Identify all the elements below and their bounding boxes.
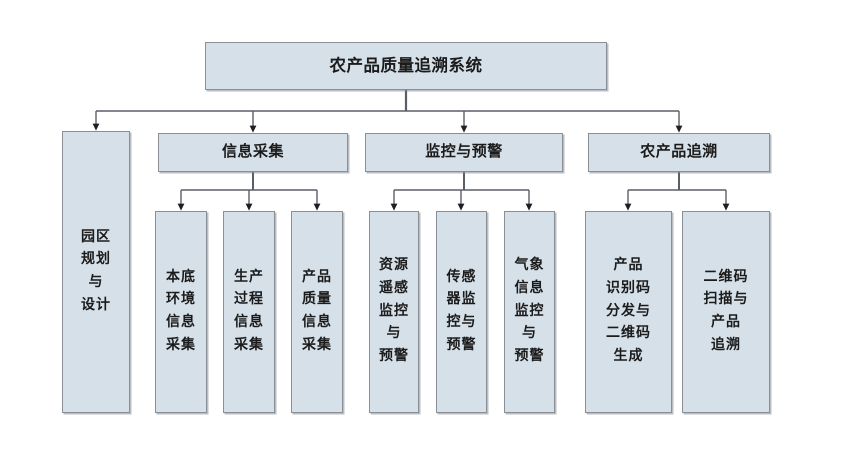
node-information-collection-label: 信息采集 (221, 143, 284, 160)
node-weather-information-monitoring[interactable]: 气象 信息 监控 与 预警 (504, 211, 555, 413)
node-sensor-monitoring[interactable]: 传感 器监 控与 预警 (436, 211, 487, 413)
node-qr-scan-traceability[interactable]: 二维码 扫描与 产品 追溯 (682, 211, 770, 413)
node-product-quality-collection-label: 产品 质量 信息 采集 (302, 269, 332, 353)
node-monitoring-warning[interactable]: 监控与预警 (365, 133, 563, 172)
node-resource-remote-sensing-monitoring[interactable]: 资源 遥感 监控 与 预警 (369, 211, 419, 413)
node-resource-remote-sensing-monitoring-label: 资源 遥感 监控 与 预警 (379, 258, 409, 364)
node-sensor-monitoring-label: 传感 器监 控与 预警 (446, 269, 477, 353)
node-product-traceability[interactable]: 农产品追溯 (588, 133, 770, 172)
node-product-code-distribution[interactable]: 产品 识别码 分发与 二维码 生成 (585, 211, 672, 413)
node-product-quality-collection[interactable]: 产品 质量 信息 采集 (291, 211, 343, 413)
node-monitoring-warning-label: 监控与预警 (425, 143, 503, 160)
node-product-code-distribution-label: 产品 识别码 分发与 二维码 生成 (606, 258, 651, 364)
node-weather-information-monitoring-label: 气象 信息 监控 与 预警 (514, 258, 545, 364)
node-baseline-environment-collection-label: 本底 环境 信息 采集 (166, 269, 196, 353)
node-product-traceability-label: 农产品追溯 (640, 143, 718, 160)
node-information-collection[interactable]: 信息采集 (158, 133, 348, 172)
node-park-planning-label: 园区 规划 与 设计 (81, 229, 111, 313)
node-production-process-collection-label: 生产 过程 信息 采集 (234, 269, 264, 353)
node-root-label: 农产品质量追溯系统 (329, 56, 483, 76)
node-park-planning[interactable]: 园区 规划 与 设计 (62, 131, 130, 413)
node-root[interactable]: 农产品质量追溯系统 (205, 42, 607, 90)
node-baseline-environment-collection[interactable]: 本底 环境 信息 采集 (155, 211, 207, 413)
node-production-process-collection[interactable]: 生产 过程 信息 采集 (223, 211, 275, 413)
node-qr-scan-traceability-label: 二维码 扫描与 产品 追溯 (703, 269, 749, 353)
